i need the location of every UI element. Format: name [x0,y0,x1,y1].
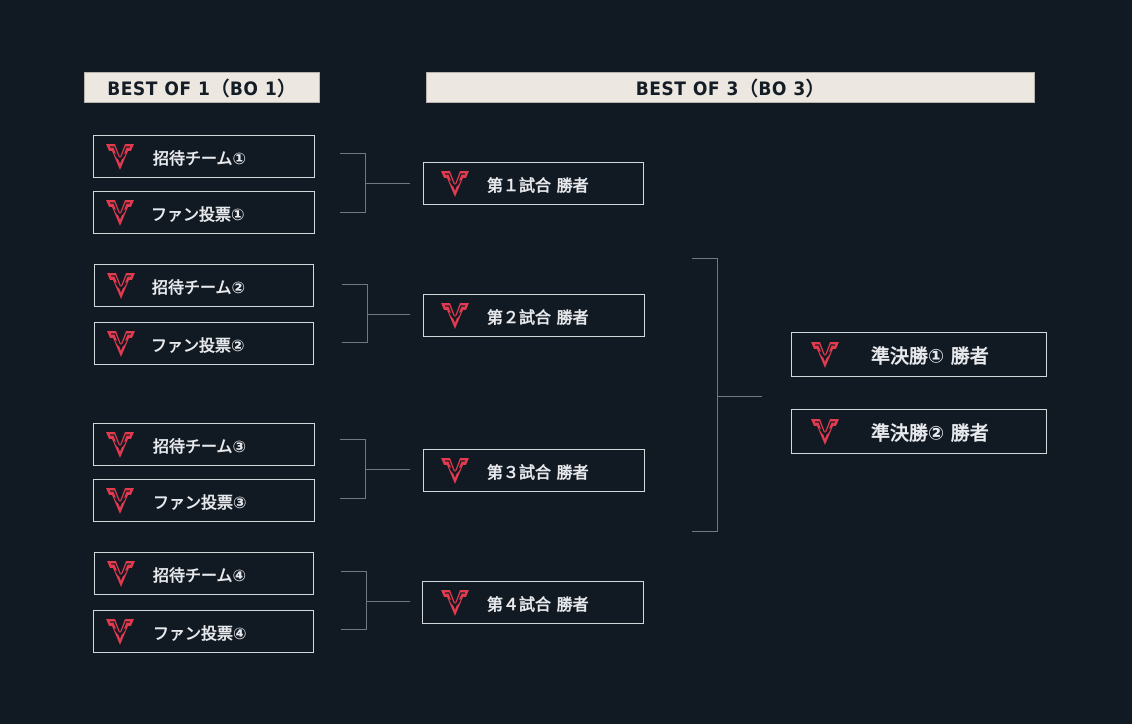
v-shield-logo-icon [810,340,840,369]
connector-line [342,342,368,343]
connector-line [341,571,366,572]
connector-line [340,153,365,154]
v-shield-logo-icon [106,329,136,358]
slot-label: ファン投票① [151,204,245,224]
slot-label: 第３試合 勝者 [487,462,589,482]
connector-line [366,601,410,602]
slot-label: 第１試合 勝者 [487,175,589,195]
slot-fan-vote-1[interactable]: ファン投票① [93,191,315,234]
slot-fan-vote-4[interactable]: ファン投票④ [93,610,314,653]
bo1-header: BEST OF 1（BO 1） [84,72,320,103]
slot-match-2-winner[interactable]: 第２試合 勝者 [423,294,645,337]
connector-line [367,284,368,343]
slot-label: 準決勝② 勝者 [871,422,989,444]
slot-match-1-winner[interactable]: 第１試合 勝者 [423,162,644,205]
connector-line [341,629,366,630]
slot-label: ファン投票③ [153,492,247,512]
v-shield-logo-icon [440,301,470,330]
connector-line [366,571,367,630]
v-shield-logo-icon [105,617,135,646]
v-shield-logo-icon [105,198,135,227]
slot-match-3-winner[interactable]: 第３試合 勝者 [423,449,645,492]
slot-invited-team-3[interactable]: 招待チーム③ [93,423,315,466]
connector-line [342,284,368,285]
slot-invited-team-1[interactable]: 招待チーム① [93,135,315,178]
connector-line [340,439,365,440]
slot-label: 第４試合 勝者 [487,594,589,614]
connector-line [367,314,410,315]
slot-semifinal-2-winner[interactable]: 準決勝② 勝者 [791,409,1047,454]
connector-line [692,531,718,532]
v-shield-logo-icon [106,559,136,588]
slot-fan-vote-2[interactable]: ファン投票② [94,322,314,365]
slot-label: 招待チーム④ [153,565,247,585]
v-shield-logo-icon [105,430,135,459]
connector-line [717,396,762,397]
connector-line [365,469,410,470]
slot-label: 第２試合 勝者 [487,307,589,327]
bo3-header: BEST OF 3（BO 3） [426,72,1035,103]
slot-invited-team-2[interactable]: 招待チーム② [94,264,314,307]
slot-match-4-winner[interactable]: 第４試合 勝者 [422,581,644,624]
connector-line [340,212,365,213]
v-shield-logo-icon [440,456,470,485]
slot-label: 招待チーム① [153,148,247,168]
slot-label: ファン投票② [151,335,245,355]
v-shield-logo-icon [106,271,136,300]
v-shield-logo-icon [105,486,135,515]
connector-line [365,183,410,184]
slot-label: 準決勝① 勝者 [871,345,989,367]
slot-semifinal-1-winner[interactable]: 準決勝① 勝者 [791,332,1047,377]
slot-label: ファン投票④ [153,623,247,643]
connector-line [717,258,718,532]
v-shield-logo-icon [440,169,470,198]
v-shield-logo-icon [105,142,135,171]
slot-invited-team-4[interactable]: 招待チーム④ [94,552,314,595]
connector-line [692,258,718,259]
v-shield-logo-icon [810,417,840,446]
v-shield-logo-icon [440,588,470,617]
connector-line [340,498,365,499]
slot-label: 招待チーム② [152,277,246,297]
slot-label: 招待チーム③ [153,436,247,456]
slot-fan-vote-3[interactable]: ファン投票③ [93,479,315,522]
